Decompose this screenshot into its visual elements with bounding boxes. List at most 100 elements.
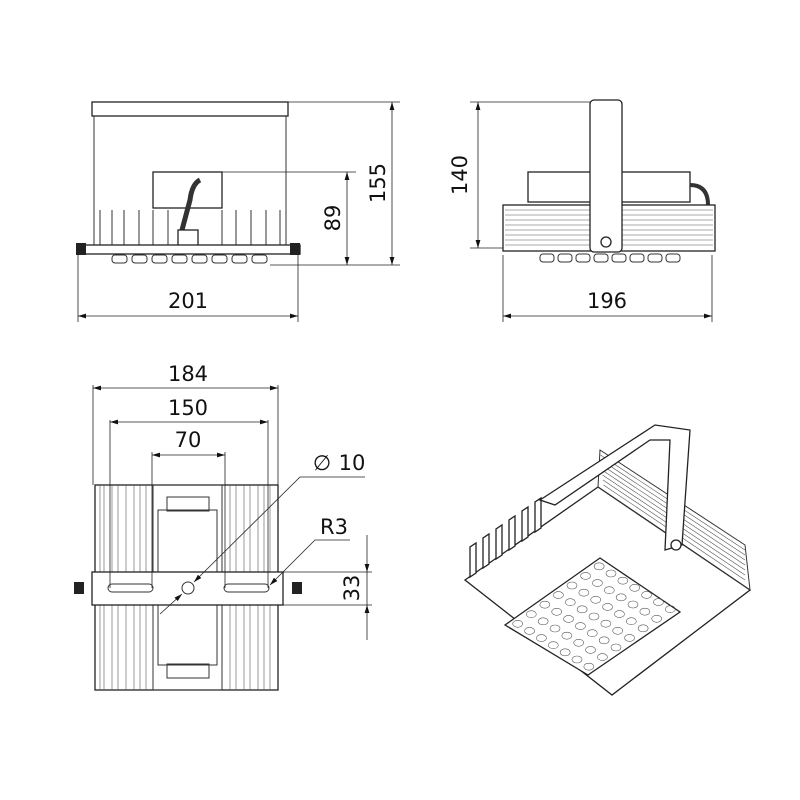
diameter-symbol: ∅ [313, 451, 331, 475]
led-lens [598, 636, 610, 645]
iso-fin [534, 496, 542, 534]
led-lens [539, 600, 551, 609]
led-lens [191, 254, 208, 264]
iso-fin [521, 505, 529, 543]
led-lens [597, 653, 608, 661]
led-lens [625, 617, 637, 626]
led-lens [610, 643, 622, 652]
bolt-left [76, 243, 86, 255]
led-lens [576, 605, 588, 614]
dim-89: 89 [321, 205, 345, 232]
mount-bracket [589, 99, 623, 253]
dim-196: 196 [587, 289, 627, 313]
slot-right [223, 583, 270, 593]
led-lens [557, 253, 573, 263]
slot-left [107, 583, 154, 593]
led-lens [617, 576, 629, 585]
led-lens [549, 624, 561, 633]
dim-201: 201 [168, 289, 208, 313]
led-lens [563, 615, 574, 623]
led-lens [539, 253, 555, 263]
iso-fin [508, 514, 516, 552]
base-plate [79, 244, 301, 255]
led-lens [171, 254, 188, 264]
led-lens [588, 612, 600, 621]
led-lens [600, 619, 612, 628]
top-view: 184 150 70 ∅ 10 R3 33 [74, 362, 372, 691]
led-lens [573, 638, 585, 647]
led-lens [627, 600, 639, 609]
isometric-view [463, 424, 752, 696]
led-lens [615, 593, 627, 602]
led-lens [524, 627, 535, 635]
led-lens [602, 603, 613, 611]
led-lens [590, 595, 602, 604]
led-lens [512, 619, 524, 628]
led-lens [537, 617, 549, 626]
iso-fin [469, 541, 477, 579]
dim-140: 140 [448, 155, 472, 195]
pivot-bolt [600, 236, 612, 248]
led-lens [111, 254, 128, 264]
iso-fin [495, 523, 503, 561]
led-lens [665, 253, 681, 263]
mount-bracket-top [91, 571, 284, 606]
bolt-right [290, 243, 300, 255]
led-lens [571, 655, 583, 664]
led-lens [614, 610, 625, 618]
led-lens [653, 598, 664, 606]
led-lens [575, 253, 591, 263]
iso-fin [482, 532, 490, 570]
dim-r3: R3 [320, 515, 348, 539]
led-lens [592, 579, 603, 587]
iso-led-panel [503, 557, 682, 676]
led-lens [593, 562, 605, 571]
led-lens [586, 629, 598, 638]
led-lens [612, 626, 624, 635]
led-lens [593, 253, 609, 263]
led-lens [578, 588, 590, 597]
dim-33: 33 [340, 575, 364, 602]
led-lens [547, 641, 559, 650]
dim-184: 184 [168, 362, 208, 386]
iso-bracket [538, 424, 691, 551]
dim-diameter-10: 10 [339, 451, 366, 475]
led-lens [647, 253, 663, 263]
led-lens [585, 646, 596, 654]
led-lens [580, 572, 591, 580]
led-lens [639, 607, 651, 616]
led-lens [551, 607, 563, 616]
led-lens [629, 253, 645, 263]
led-lens [561, 631, 573, 640]
led-lens [637, 624, 649, 633]
led-lens [251, 254, 268, 264]
led-lens [559, 648, 571, 657]
led-lens [629, 583, 641, 592]
led-lens [651, 614, 663, 623]
led-lens [151, 254, 168, 264]
led-lens [553, 591, 564, 599]
center-hole [181, 581, 195, 595]
led-lens [566, 581, 578, 590]
front-view: 201 155 89 [76, 101, 400, 322]
led-lens [575, 622, 586, 630]
dim-150: 150 [168, 396, 208, 420]
led-lens [641, 591, 652, 599]
led-lens [664, 605, 676, 614]
led-lens [525, 610, 537, 619]
led-lens [536, 634, 547, 642]
led-lens [211, 254, 228, 264]
led-lens [603, 586, 615, 595]
led-lens [624, 634, 635, 642]
dim-70: 70 [175, 428, 202, 452]
led-lens [605, 569, 617, 578]
side-view: 140 196 [448, 99, 716, 322]
led-lens [564, 598, 576, 607]
led-lens [583, 662, 595, 671]
dim-155: 155 [366, 163, 390, 203]
led-lens [231, 254, 248, 264]
led-lens [131, 254, 148, 264]
cable [179, 177, 202, 231]
